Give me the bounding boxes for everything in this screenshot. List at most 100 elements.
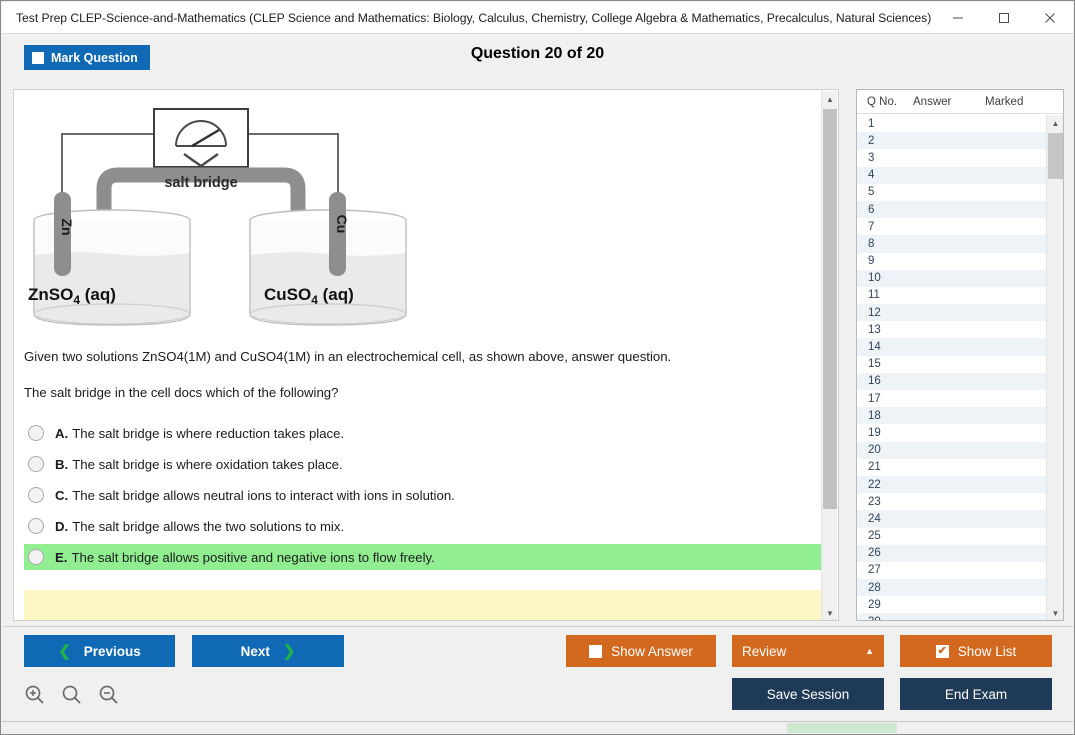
answer-option-text: The salt bridge is where oxidation takes… [72, 456, 343, 472]
list-scroll-down-icon[interactable]: ▼ [1051, 608, 1060, 618]
list-scroll-up-icon[interactable]: ▲ [1051, 118, 1060, 128]
question-list-row[interactable]: 6 [857, 200, 1047, 219]
question-list-row[interactable]: 5 [857, 184, 1047, 201]
next-button[interactable]: Next ❯ [192, 635, 344, 667]
question-list-row[interactable]: 2 [857, 132, 1047, 150]
zn-electrode-label: Zn [59, 218, 75, 235]
question-list-cell-no: 14 [868, 341, 881, 354]
status-indicator [787, 723, 897, 733]
content-scrollbar[interactable]: ▲ ▼ [821, 91, 837, 620]
review-dropdown-button[interactable]: Review ▲ [732, 635, 884, 667]
show-list-checkbox[interactable]: ✔ [935, 644, 949, 658]
question-list-row[interactable]: 21 [857, 459, 1047, 476]
question-list-row[interactable]: 14 [857, 338, 1047, 356]
question-list-row[interactable]: 23 [857, 493, 1047, 510]
cuso4-label: CuSO4 (aq) [264, 285, 354, 307]
end-exam-button[interactable]: End Exam [900, 678, 1052, 710]
save-session-label: Save Session [766, 686, 850, 702]
question-list-cell-no: 3 [868, 151, 875, 164]
question-list-row[interactable]: 28 [857, 579, 1047, 597]
question-list-row[interactable]: 1 [857, 115, 1047, 132]
show-answer-button[interactable]: Show Answer [566, 635, 716, 667]
question-list-row[interactable]: 27 [857, 562, 1047, 579]
question-list-row[interactable]: 15 [857, 356, 1047, 373]
question-list-row[interactable]: 24 [857, 510, 1047, 528]
answer-option-radio[interactable] [28, 456, 44, 473]
question-list-cell-no: 27 [868, 564, 881, 577]
question-list-cell-no: 9 [868, 255, 875, 268]
cell-diagram-svg: salt bridge Zn Cu [16, 92, 424, 337]
previous-button-label: Previous [83, 643, 141, 659]
previous-button[interactable]: ❮ Previous [24, 635, 175, 667]
mark-question-checkbox[interactable] [32, 51, 44, 64]
question-list-cell-no: 13 [868, 323, 881, 336]
question-list-row[interactable]: 7 [857, 218, 1047, 235]
maximize-icon[interactable] [981, 2, 1027, 34]
question-list-row[interactable]: 26 [857, 544, 1047, 562]
answer-option-b[interactable]: B.The salt bridge is where oxidation tak… [24, 451, 837, 477]
list-scroll-thumb[interactable] [1048, 133, 1063, 179]
salt-bridge-label: salt bridge [164, 175, 237, 191]
answer-option-e[interactable]: E.The salt bridge allows positive and ne… [24, 544, 837, 571]
question-counter: Question 20 of 20 [470, 45, 605, 62]
answer-option-radio[interactable] [28, 487, 44, 504]
question-list-row[interactable]: 10 [857, 269, 1047, 287]
chevron-right-icon: ❯ [282, 643, 296, 660]
minimize-icon[interactable] [935, 2, 981, 34]
question-list-row[interactable]: 22 [857, 475, 1047, 494]
close-icon[interactable] [1027, 2, 1073, 34]
question-list-cell-no: 12 [868, 306, 881, 319]
question-list-cell-no: 30 [857, 616, 913, 620]
question-list-row[interactable]: 4 [857, 166, 1047, 184]
zoom-in-icon[interactable] [23, 683, 47, 707]
end-exam-label: End Exam [944, 686, 1008, 702]
question-list-row[interactable]: 3 [857, 149, 1047, 166]
chevron-up-icon: ▲ [865, 646, 874, 656]
answer-option-radio[interactable] [28, 549, 44, 566]
answer-option-letter: A. [55, 425, 69, 441]
show-answer-checkbox[interactable] [589, 644, 603, 658]
question-list-cell-no: 23 [868, 495, 881, 508]
question-list-cell-no: 11 [868, 289, 880, 302]
question-list-row[interactable]: 16 [857, 372, 1047, 390]
question-list-row[interactable]: 11 [857, 287, 1047, 304]
question-list-row[interactable]: 19 [857, 424, 1047, 441]
status-bar [2, 721, 1073, 733]
answer-option-text: The salt bridge allows neutral ions to i… [72, 487, 455, 503]
answer-option-d[interactable]: D.The salt bridge allows the two solutio… [24, 513, 837, 539]
content-scroll-down-icon[interactable]: ▼ [826, 608, 834, 618]
question-list-cell-no: 2 [868, 134, 875, 147]
save-session-button[interactable]: Save Session [732, 678, 884, 710]
mark-question-button[interactable]: Mark Question [24, 45, 150, 70]
answer-option-c[interactable]: C.The salt bridge allows neutral ions to… [24, 482, 837, 508]
question-list-cell-no: 20 [868, 444, 881, 457]
question-list-cell-no: 18 [868, 409, 881, 422]
show-list-button[interactable]: ✔ Show List [900, 635, 1052, 667]
question-list-row[interactable]: 18 [857, 407, 1047, 425]
zoom-out-icon[interactable] [97, 683, 121, 707]
question-list-row[interactable]: 9 [857, 253, 1047, 270]
content-scroll-thumb[interactable] [823, 109, 837, 509]
zoom-reset-icon[interactable] [60, 683, 84, 707]
question-list-row[interactable]: 25 [857, 528, 1047, 545]
question-list-row[interactable]: 20 [857, 441, 1047, 459]
question-list-header: Q No. Answer Marked [857, 90, 1063, 114]
answer-option-radio[interactable] [28, 425, 44, 442]
question-list-row[interactable]: 12 [857, 304, 1047, 322]
question-list-row[interactable]: 30 [857, 613, 1047, 620]
question-list-cell-no: 19 [868, 426, 881, 439]
question-list-row[interactable]: 8 [857, 235, 1047, 253]
question-list-row[interactable]: 13 [857, 321, 1047, 338]
question-list-row[interactable]: 29 [857, 596, 1047, 613]
content-scroll-up-icon[interactable]: ▲ [826, 94, 834, 104]
answer-option-radio[interactable] [28, 518, 44, 535]
column-header-qno: Q No. [867, 95, 898, 108]
question-content-panel: salt bridge Zn Cu [13, 89, 839, 621]
question-list-scrollbar[interactable]: ▲ ▼ [1046, 115, 1063, 620]
question-list-row[interactable]: 17 [857, 390, 1047, 407]
window-titlebar: Test Prep CLEP-Science-and-Mathematics (… [2, 2, 1073, 34]
answer-option-a[interactable]: A.The salt bridge is where reduction tak… [24, 420, 837, 446]
